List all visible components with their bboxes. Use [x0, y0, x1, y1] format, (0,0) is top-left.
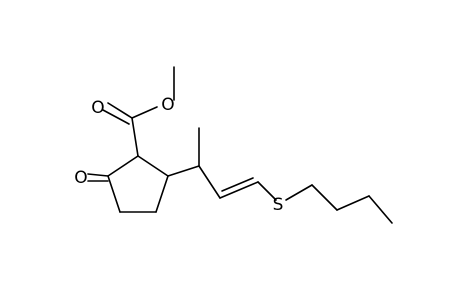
bond-ring-c1-to-ester-carbon [131, 117, 139, 157]
bond-ring-c1-c2 [107, 155, 139, 177]
bond-alkene-to-s [257, 181, 277, 201]
bond-ring-c5-to-ch [167, 165, 200, 177]
bond-ring-c2-c3 [107, 175, 121, 213]
carbonyl-oxygen-label: O [91, 98, 104, 118]
bond-ring-c5-c1 [137, 155, 169, 177]
bond-ester-carbon-to-carbonyl-o-a [107, 102, 133, 119]
bond-ester-carbon-to-carbonyl-o-b [102, 109, 130, 125]
bond-alkene-a [219, 181, 259, 199]
ester-oxygen-label: O [161, 95, 174, 115]
bond-butyl-c2-c3 [336, 195, 370, 211]
bond-ch-to-alkene [198, 165, 221, 199]
bond-alkene-b [221, 177, 254, 192]
bond-butyl-c1-c2 [311, 184, 338, 211]
bond-butyl-c3-c4 [368, 195, 393, 224]
bond-ring-c4-c5 [155, 175, 169, 213]
bond-ketone-o-a [87, 173, 109, 177]
bond-ester-carbon-to-ester-o [131, 106, 158, 119]
ketone-oxygen-label: O [74, 168, 87, 188]
bond-s-to-butyl-c1 [285, 184, 313, 201]
sulfur-label: S [273, 195, 284, 215]
